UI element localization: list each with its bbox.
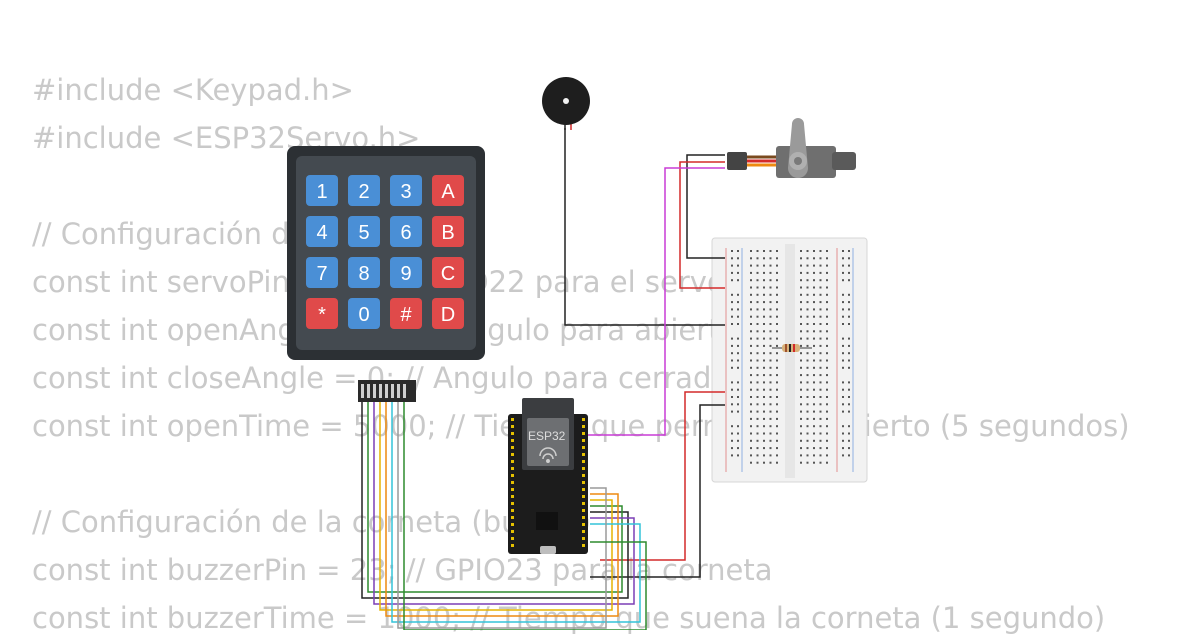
keypad-key[interactable]: * xyxy=(306,298,338,329)
keypad-key-label: 4 xyxy=(316,222,327,244)
keypad-key-label: 9 xyxy=(400,263,411,285)
keypad-key[interactable]: 2 xyxy=(348,175,380,206)
keypad-key-label: 5 xyxy=(358,222,369,244)
keypad-key-label: B xyxy=(441,222,454,244)
keypad-key[interactable]: 0 xyxy=(348,298,380,329)
keypad-key[interactable]: C xyxy=(432,257,464,288)
keypad-key-label: # xyxy=(400,304,412,326)
keypad-key-label: D xyxy=(441,304,455,326)
keypad-key[interactable]: 6 xyxy=(390,216,422,247)
usb-port xyxy=(540,546,556,554)
wifi-icon xyxy=(539,447,557,463)
code-line: // Configuración de la corneta (buzzer) xyxy=(32,505,592,539)
breadboard[interactable] xyxy=(711,237,868,483)
keypad-key[interactable]: # xyxy=(390,298,422,329)
keypad-4x4[interactable]: 1 2 3 A 4 5 6 B 7 8 9 C * 0 # D xyxy=(287,146,485,402)
esp32-pin-headers xyxy=(511,418,585,547)
keypad-key-label: 8 xyxy=(358,263,369,285)
keypad-key-label: 1 xyxy=(316,181,327,203)
code-line: #include <Keypad.h> xyxy=(32,73,354,107)
code-line: const int buzzerPin = 23; // GPIO23 para… xyxy=(32,553,773,587)
keypad-ribbon-wires xyxy=(361,400,647,630)
esp32-label: ESP32 xyxy=(528,429,566,443)
keypad-key-label: 0 xyxy=(358,304,369,326)
keypad-key[interactable]: B xyxy=(432,216,464,247)
keypad-key[interactable]: 4 xyxy=(306,216,338,247)
keypad-key-label: 6 xyxy=(400,222,411,244)
keypad-key-label: 3 xyxy=(400,181,411,203)
keypad-key[interactable]: 3 xyxy=(390,175,422,206)
keypad-key[interactable]: A xyxy=(432,175,464,206)
servo-motor[interactable] xyxy=(727,118,856,178)
keypad-key[interactable]: 5 xyxy=(348,216,380,247)
keypad-key-label: 7 xyxy=(316,263,327,285)
code-line: // Configuración de xyxy=(32,217,308,251)
keypad-key[interactable]: D xyxy=(432,298,464,329)
buzzer[interactable] xyxy=(542,77,590,130)
keypad-key-label: 2 xyxy=(358,181,369,203)
keypad-key-label: * xyxy=(318,304,326,326)
resistor[interactable] xyxy=(772,344,812,352)
keypad-key-label: C xyxy=(441,263,455,285)
esp32-board[interactable]: ESP32 xyxy=(508,398,588,554)
keypad-key[interactable]: 1 xyxy=(306,175,338,206)
keypad-key[interactable]: 7 xyxy=(306,257,338,288)
keypad-key[interactable]: 9 xyxy=(390,257,422,288)
breadboard-holes xyxy=(731,250,850,464)
wires-top xyxy=(564,128,725,578)
keypad-key[interactable]: 8 xyxy=(348,257,380,288)
keypad-key-label: A xyxy=(441,181,455,203)
